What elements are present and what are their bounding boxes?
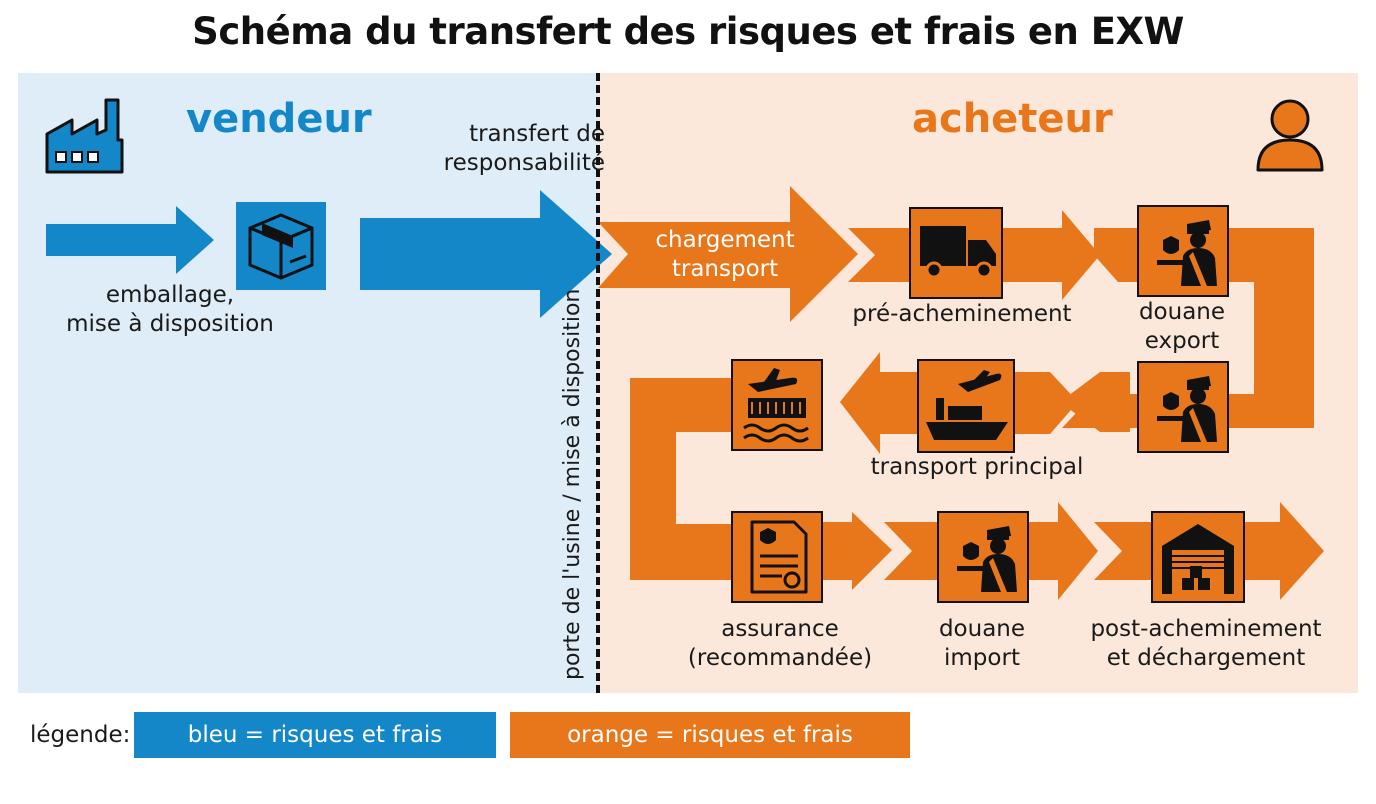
diagram-title: Schéma du transfert des risques et frais… bbox=[192, 10, 1184, 53]
row2-to-row3-connector bbox=[630, 378, 760, 580]
on-carriage-label: post-acheminement et déchargement bbox=[1090, 616, 1322, 671]
row1-to-row2-connector bbox=[1062, 228, 1314, 428]
plane-container-ship-icon bbox=[731, 359, 823, 451]
seller-panel bbox=[18, 73, 598, 693]
pre-carriage-label: pré-acheminement bbox=[852, 301, 1072, 327]
seller-heading: vendeur bbox=[186, 96, 372, 142]
packaging-label: emballage, mise à disposition bbox=[66, 282, 274, 337]
buyer-heading: acheteur bbox=[912, 96, 1113, 142]
export-customs-label: douane export bbox=[1138, 299, 1226, 354]
warehouse-icon bbox=[1151, 511, 1245, 603]
plane-ship-icon bbox=[917, 359, 1015, 453]
row2-return-head bbox=[1060, 372, 1130, 432]
customs-officer-icon bbox=[1137, 205, 1229, 297]
responsibility-boundary-line bbox=[596, 73, 600, 693]
import-customs-label: douane import bbox=[938, 616, 1026, 671]
customs-officer-icon-2 bbox=[1137, 361, 1229, 453]
legend-label: légende: bbox=[30, 722, 131, 748]
boundary-label: porte de l'usine / mise à disposition bbox=[560, 288, 585, 680]
package-icon bbox=[248, 213, 314, 280]
customs-officer-icon-3 bbox=[937, 511, 1029, 603]
legend-orange: orange = risques et frais acheteur bbox=[510, 712, 910, 794]
seller-arrow-1 bbox=[46, 206, 214, 274]
loading-arrow bbox=[598, 186, 858, 322]
truck-icon bbox=[909, 207, 1003, 299]
factory-icon bbox=[45, 98, 124, 174]
transfer-label: transfert de responsabilité bbox=[443, 121, 605, 176]
insurance-document-icon bbox=[731, 511, 823, 603]
legend-blue: bleu = risques et frais vendeur bbox=[134, 712, 496, 794]
loading-label: chargement transport bbox=[655, 227, 795, 282]
person-icon bbox=[1256, 99, 1324, 172]
main-transport-label: transport principal bbox=[870, 454, 1084, 480]
flow-diagram bbox=[45, 98, 1324, 603]
transfer-arrow bbox=[360, 190, 612, 318]
insurance-label: assurance (recommandée) bbox=[687, 616, 873, 671]
